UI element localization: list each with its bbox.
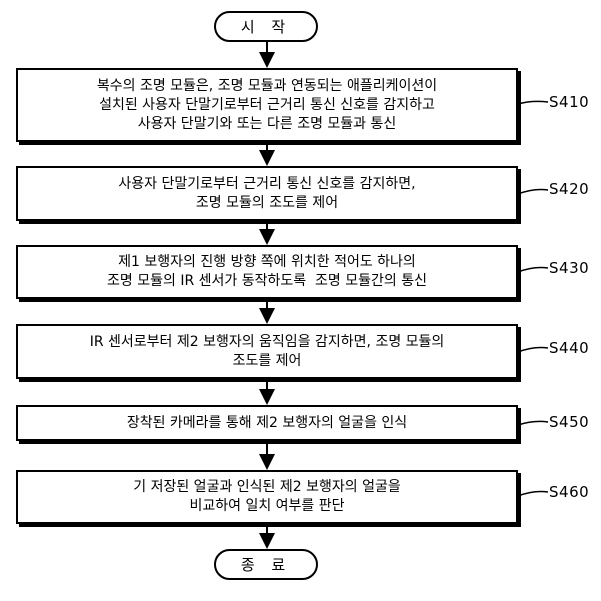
- leader-s460: [517, 490, 549, 497]
- start-terminal: 시 작: [214, 11, 318, 42]
- leader-s420: [517, 188, 549, 195]
- leader-s440: [517, 346, 549, 353]
- start-label: 시 작: [240, 18, 292, 36]
- step-label-s420: S420: [549, 180, 590, 198]
- step-line: 복수의 조명 모듈은, 조명 모듈과 연동되는 애플리케이션이: [96, 77, 438, 94]
- step-label-s410: S410: [549, 93, 590, 111]
- step-line: 기 저장된 얼굴과 인식된 제2 보행자의 얼굴을: [133, 479, 401, 495]
- step-line: 비교하여 일치 여부를 판단: [189, 498, 345, 514]
- step-line: 조도를 제어: [232, 352, 302, 369]
- step-line: 조명 모듈의 IR 센서가 동작하도록 조명 모듈간의 통신: [107, 273, 427, 289]
- end-terminal: 종 료: [214, 549, 318, 580]
- step-label-s430: S430: [549, 259, 590, 277]
- step-box-s460: 기 저장된 얼굴과 인식된 제2 보행자의 얼굴을 비교하여 일치 여부를 판단: [16, 470, 518, 524]
- step-line: 장착된 카메라를 통해 제2 보행자의 얼굴을 인식: [126, 414, 408, 431]
- step-box-s450: 장착된 카메라를 통해 제2 보행자의 얼굴을 인식: [16, 405, 518, 441]
- step-line: 조명 모듈의 조도를 제어: [195, 194, 339, 211]
- leader-s450: [517, 420, 549, 426]
- step-label-s460: S460: [549, 483, 590, 501]
- step-box-s410: 복수의 조명 모듈은, 조명 모듈과 연동되는 애플리케이션이 설치된 사용자 …: [16, 68, 518, 142]
- step-line: 제1 보행자의 진행 방향 쪽에 위치한 적어도 하나의: [118, 254, 416, 270]
- step-label-s440: S440: [549, 339, 590, 357]
- leader-s430: [517, 266, 549, 273]
- step-line: 사용자 단말기와 또는 다른 조명 모듈과 통신: [137, 115, 397, 132]
- step-box-s420: 사용자 단말기로부터 근거리 통신 신호를 감지하면, 조명 모듈의 조도를 제…: [16, 166, 518, 221]
- step-line: 사용자 단말기로부터 근거리 통신 신호를 감지하면,: [118, 175, 416, 192]
- end-label: 종 료: [240, 556, 292, 574]
- step-label-s450: S450: [549, 413, 590, 431]
- step-line: IR 센서로부터 제2 보행자의 움직임을 감지하면, 조명 모듈의: [89, 333, 445, 350]
- leader-s410: [517, 100, 549, 105]
- step-box-s440: IR 센서로부터 제2 보행자의 움직임을 감지하면, 조명 모듈의 조도를 제…: [16, 324, 518, 379]
- step-line: 설치된 사용자 단말기로부터 근거리 통신 신호를 감지하고: [99, 96, 435, 113]
- step-box-s430: 제1 보행자의 진행 방향 쪽에 위치한 적어도 하나의 조명 모듈의 IR 센…: [16, 245, 518, 299]
